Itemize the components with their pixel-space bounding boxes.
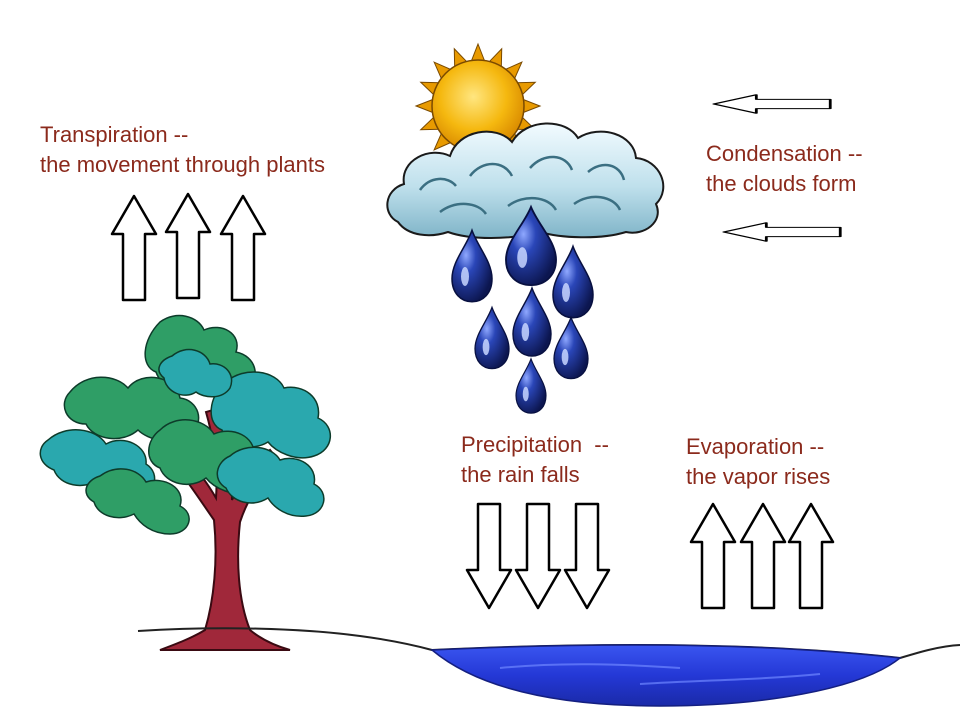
tree-icon <box>39 314 332 651</box>
sun-icon <box>414 42 542 153</box>
evaporation-label: Evaporation -- the vapor rises <box>686 432 830 492</box>
raindrop-icon <box>552 245 594 319</box>
left-arrow-icon <box>722 221 842 243</box>
condensation-title: Condensation -- <box>706 141 863 166</box>
precipitation-arrows <box>465 502 611 610</box>
left-arrow-icon <box>712 93 832 115</box>
up-arrow-icon <box>787 502 835 610</box>
up-arrow-icon <box>110 194 158 302</box>
down-arrow-icon <box>563 502 611 610</box>
evaporation-title: Evaporation -- <box>686 434 825 459</box>
tree-leaves <box>39 314 332 535</box>
down-arrow-icon <box>465 502 513 610</box>
up-arrow-icon <box>164 192 212 300</box>
transpiration-label: Transpiration -- the movement through pl… <box>40 120 325 180</box>
up-arrow-icon <box>689 502 737 610</box>
down-arrow-icon <box>514 502 562 610</box>
precipitation-label: Precipitation -- the rain falls <box>461 430 609 490</box>
raindrop-icon <box>553 316 589 380</box>
raindrop-icon <box>451 229 493 303</box>
evaporation-description: the vapor rises <box>686 464 831 489</box>
evaporation-arrows <box>689 502 835 610</box>
transpiration-title: Transpiration -- <box>40 122 189 147</box>
precipitation-description: the rain falls <box>461 462 580 487</box>
raindrop-icon <box>512 287 552 357</box>
precipitation-title: Precipitation -- <box>461 432 609 457</box>
condensation-label: Condensation -- the clouds form <box>706 139 863 199</box>
water-body <box>430 644 902 707</box>
up-arrow-icon <box>219 194 267 302</box>
raindrop-icon <box>515 358 547 414</box>
transpiration-arrows <box>110 192 267 302</box>
up-arrow-icon <box>739 502 787 610</box>
condensation-description: the clouds form <box>706 171 857 196</box>
raindrop-icon <box>474 306 510 370</box>
transpiration-description: the movement through plants <box>40 152 325 177</box>
